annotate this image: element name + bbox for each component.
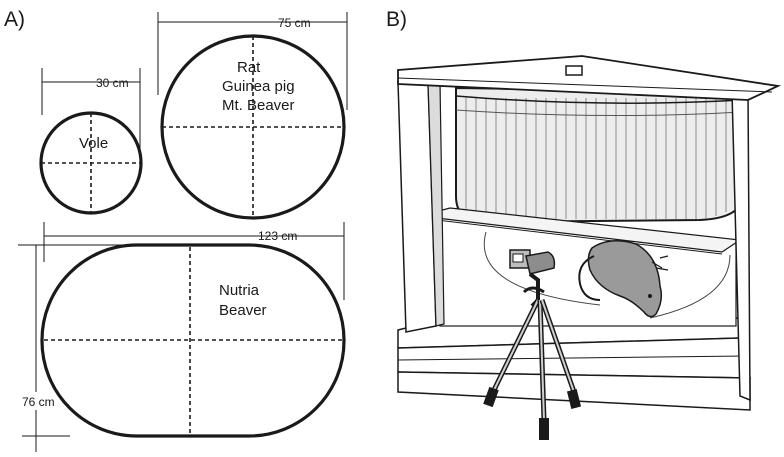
base-edge — [397, 355, 746, 361]
tripod-foot-center — [539, 418, 549, 440]
rat-species-label-3: Mt. Beaver — [222, 97, 295, 114]
rat-species-label-1: Rat — [237, 59, 261, 76]
panel-a-label: A) — [4, 8, 25, 31]
cage-ribs — [465, 98, 727, 219]
camera-tripod — [483, 249, 582, 440]
reflection-curve-1 — [483, 231, 601, 306]
recording-chamber-illustration — [397, 55, 782, 440]
rat-enclosure: 75 cm Rat Guinea pig Mt. Beaver — [157, 12, 348, 220]
rat-species-label-2: Guinea pig — [222, 78, 295, 95]
nutria-width-label: 123 cm — [258, 229, 297, 243]
reflection-curve-2 — [649, 254, 731, 319]
nutria-enclosure: 123 cm 76 cm Nutria Beaver — [18, 222, 346, 452]
cage-top-rim — [455, 95, 743, 104]
nutria-species-label-1: Nutria — [219, 282, 260, 299]
nutria-cage-oval — [40, 243, 346, 438]
rat-dimension-label: 75 cm — [278, 16, 311, 30]
vole-enclosure: 30 cm Vole — [39, 68, 143, 215]
camera-body — [525, 251, 556, 275]
cage-rim-line — [455, 109, 743, 117]
nutria-height-label: 76 cm — [22, 395, 55, 409]
nutria-species-label-2: Beaver — [219, 302, 267, 319]
lid-handle — [565, 65, 583, 76]
tripod-foot-right — [566, 389, 582, 409]
glass-floor-edge — [419, 217, 723, 255]
tripod-foot-left — [483, 386, 499, 408]
panel-b-label: B) — [386, 8, 407, 31]
vole-species-label: Vole — [79, 135, 108, 152]
top-lid-edge — [397, 77, 773, 93]
rodent-subject — [578, 240, 669, 318]
vole-dimension-label: 30 cm — [96, 76, 129, 90]
cylindrical-cage — [455, 86, 743, 224]
